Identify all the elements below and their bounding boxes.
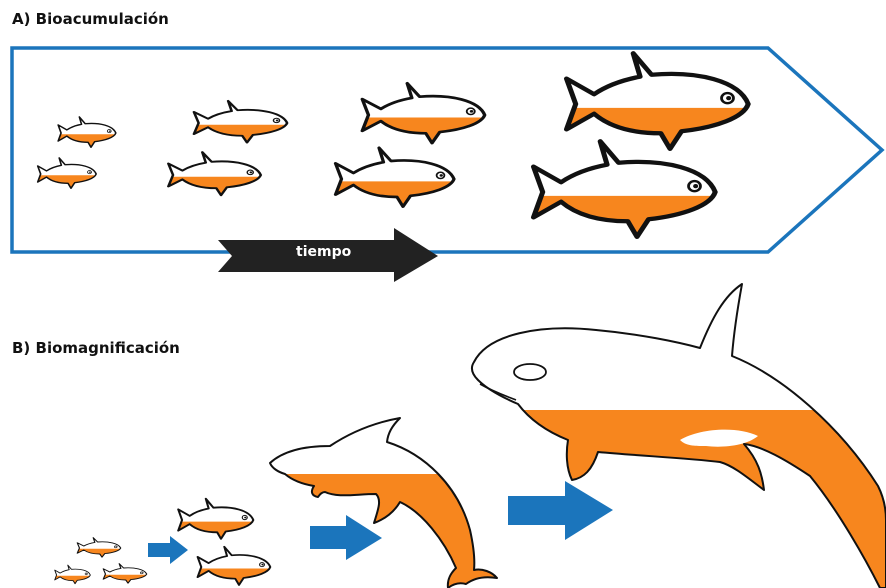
- time-arrow-label: tiempo: [296, 244, 351, 260]
- fish-icon: [38, 158, 96, 188]
- blue-arrow-icon: [310, 515, 382, 560]
- fish-icon: [103, 564, 146, 584]
- dolphin-icon: [270, 418, 497, 588]
- orca-icon: [472, 284, 886, 588]
- fish-icon: [55, 565, 91, 584]
- fish-icon: [362, 83, 484, 143]
- fish-icon: [567, 53, 749, 149]
- fish-icon: [198, 547, 271, 585]
- fish-icon: [194, 101, 287, 143]
- fish-icon: [168, 152, 260, 195]
- fish-icon: [58, 117, 116, 147]
- bioaccumulation-frame: [12, 48, 882, 252]
- fish-icon: [77, 538, 120, 558]
- blue-arrow-icon: [508, 481, 613, 540]
- fish-icon: [534, 141, 716, 237]
- fish-icon: [178, 499, 253, 539]
- blue-arrow-icon: [148, 536, 188, 564]
- fish-icon: [336, 148, 455, 207]
